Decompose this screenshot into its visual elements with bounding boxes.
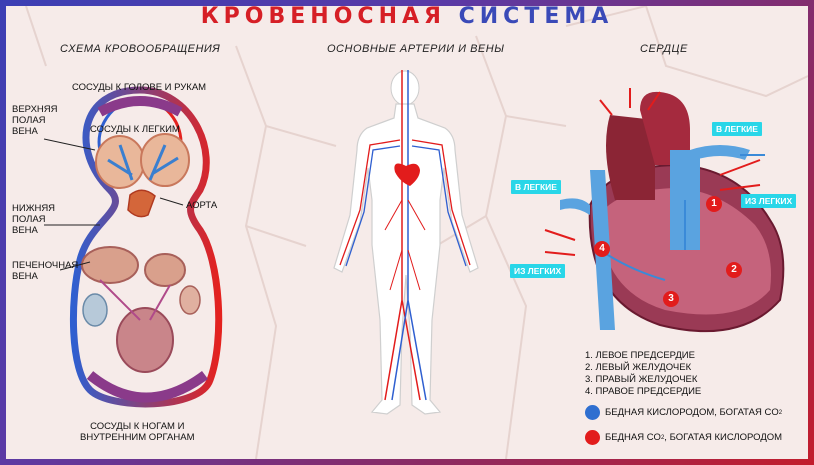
red-dot-icon <box>585 430 600 445</box>
tag-from-lungs-left: ИЗ ЛЕГКИХ <box>510 264 566 278</box>
legend-red-text-a: БЕДНАЯ CO <box>605 432 661 443</box>
label-hepatic-vena: ПЕЧЕНОЧНАЯ ВЕНА <box>12 260 79 282</box>
circulation-loop <box>69 86 223 408</box>
chamber-1: 1 <box>706 196 722 212</box>
chamber-2: 2 <box>726 262 742 278</box>
label-upper-vena: ВЕРХНЯЯ ПОЛАЯ ВЕНА <box>12 104 58 137</box>
tag-from-lungs-right: ИЗ ЛЕГКИХ <box>741 194 797 208</box>
section-title-heart: СЕРДЦЕ <box>640 43 688 55</box>
section-title-arteries: ОСНОВНЫЕ АРТЕРИИ И ВЕНЫ <box>327 43 505 55</box>
title-word-2: СИСТЕМА <box>458 4 614 29</box>
legend-blue-text: БЕДНАЯ КИСЛОРОДОМ, БОГАТАЯ CO <box>605 407 779 418</box>
title-word-1: КРОВЕНОСНАЯ <box>200 4 446 29</box>
legend-item-1: 1. ЛЕВОЕ ПРЕДСЕРДИЕ <box>585 350 695 361</box>
body-heart <box>394 163 420 186</box>
legend-item-4: 4. ПРАВОЕ ПРЕДСЕРДИЕ <box>585 386 702 397</box>
label-aorta: АОРТА <box>186 200 218 211</box>
chamber-4: 4 <box>594 241 610 257</box>
legs-capillaries <box>86 370 208 403</box>
aorta-arch <box>640 91 690 165</box>
legend-red-sub: 2 <box>660 434 665 441</box>
right-lung <box>140 133 190 187</box>
legend-item-2: 2. ЛЕВЫЙ ЖЕЛУДОЧЕК <box>585 362 692 373</box>
legend-item-3: 3. ПРАВЫЙ ЖЕЛУДОЧЕК <box>585 374 698 385</box>
label-head-vessels: СОСУДЫ К ГОЛОВЕ И РУКАМ <box>72 82 207 93</box>
page-title: КРОВЕНОСНАЯ СИСТЕМА <box>0 4 814 29</box>
heart-diagram <box>544 88 785 333</box>
small-heart <box>127 189 156 218</box>
head-capillaries <box>97 96 183 117</box>
blue-dot-icon <box>585 405 600 420</box>
chamber-legend: 1. ЛЕВОЕ ПРЕДСЕРДИЕ 2. ЛЕВЫЙ ЖЕЛУДОЧЕК 3… <box>585 350 701 398</box>
label-lower-vena: НИЖНЯЯ ПОЛАЯ ВЕНА <box>12 203 56 236</box>
background-cells <box>25 6 808 459</box>
chamber-3: 3 <box>663 291 679 307</box>
tag-to-lungs-left: В ЛЕГКИЕ <box>511 180 561 194</box>
tag-to-lungs-right: В ЛЕГКИЕ <box>712 122 762 136</box>
section-title-circulation: СХЕМА КРОВООБРАЩЕНИЯ <box>60 43 221 55</box>
legend-blue-sub: 2 <box>778 409 783 416</box>
legend-red-text-b: , БОГАТАЯ КИСЛОРОДОМ <box>664 432 783 443</box>
label-legs-vessels: СОСУДЫ К НОГАМ И ВНУТРЕННИМ ОРГАНАМ <box>80 421 195 443</box>
label-lung-vessels: СОСУДЫ К ЛЕГКИМ <box>90 124 180 135</box>
intestine <box>116 307 174 373</box>
liver <box>81 246 139 284</box>
left-lung <box>95 135 145 189</box>
human-body <box>333 70 479 415</box>
